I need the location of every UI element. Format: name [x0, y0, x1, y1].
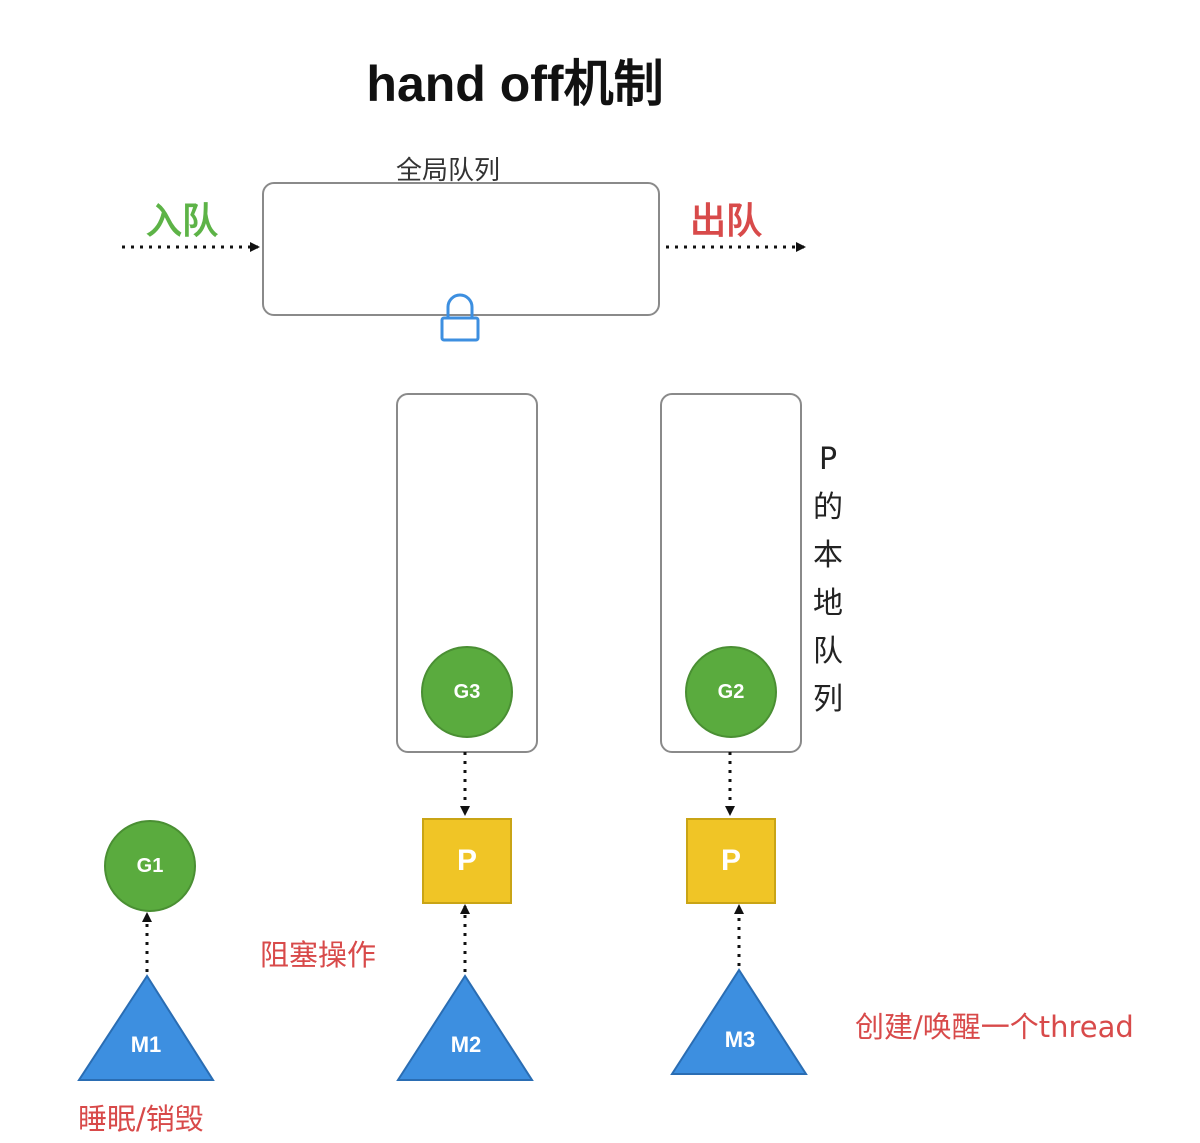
goroutine-g3: G3	[421, 646, 513, 738]
sleep-destroy-annotation: 睡眠/销毁	[78, 1102, 204, 1136]
goroutine-g2: G2	[685, 646, 777, 738]
global-queue-label: 全局队列	[396, 156, 501, 186]
enqueue-label: 入队	[146, 201, 219, 242]
blocking-annotation: 阻塞操作	[260, 938, 377, 972]
m2-triangle	[396, 974, 534, 1081]
processor-p1: P	[422, 818, 512, 904]
goroutine-g1: G1	[104, 820, 196, 912]
machine-m3-label: M3	[724, 1027, 756, 1052]
machine-m2-label: M2	[450, 1032, 482, 1057]
machine-m1-label: M1	[130, 1032, 162, 1057]
page-title: hand off机制	[366, 56, 664, 112]
m3-triangle	[670, 968, 808, 1075]
lock-icon	[440, 293, 480, 342]
m1-triangle	[77, 974, 215, 1081]
create-wake-annotation: 创建/唤醒一个thread	[855, 1010, 1134, 1044]
dequeue-label: 出队	[690, 201, 763, 242]
processor-p2: P	[686, 818, 776, 904]
